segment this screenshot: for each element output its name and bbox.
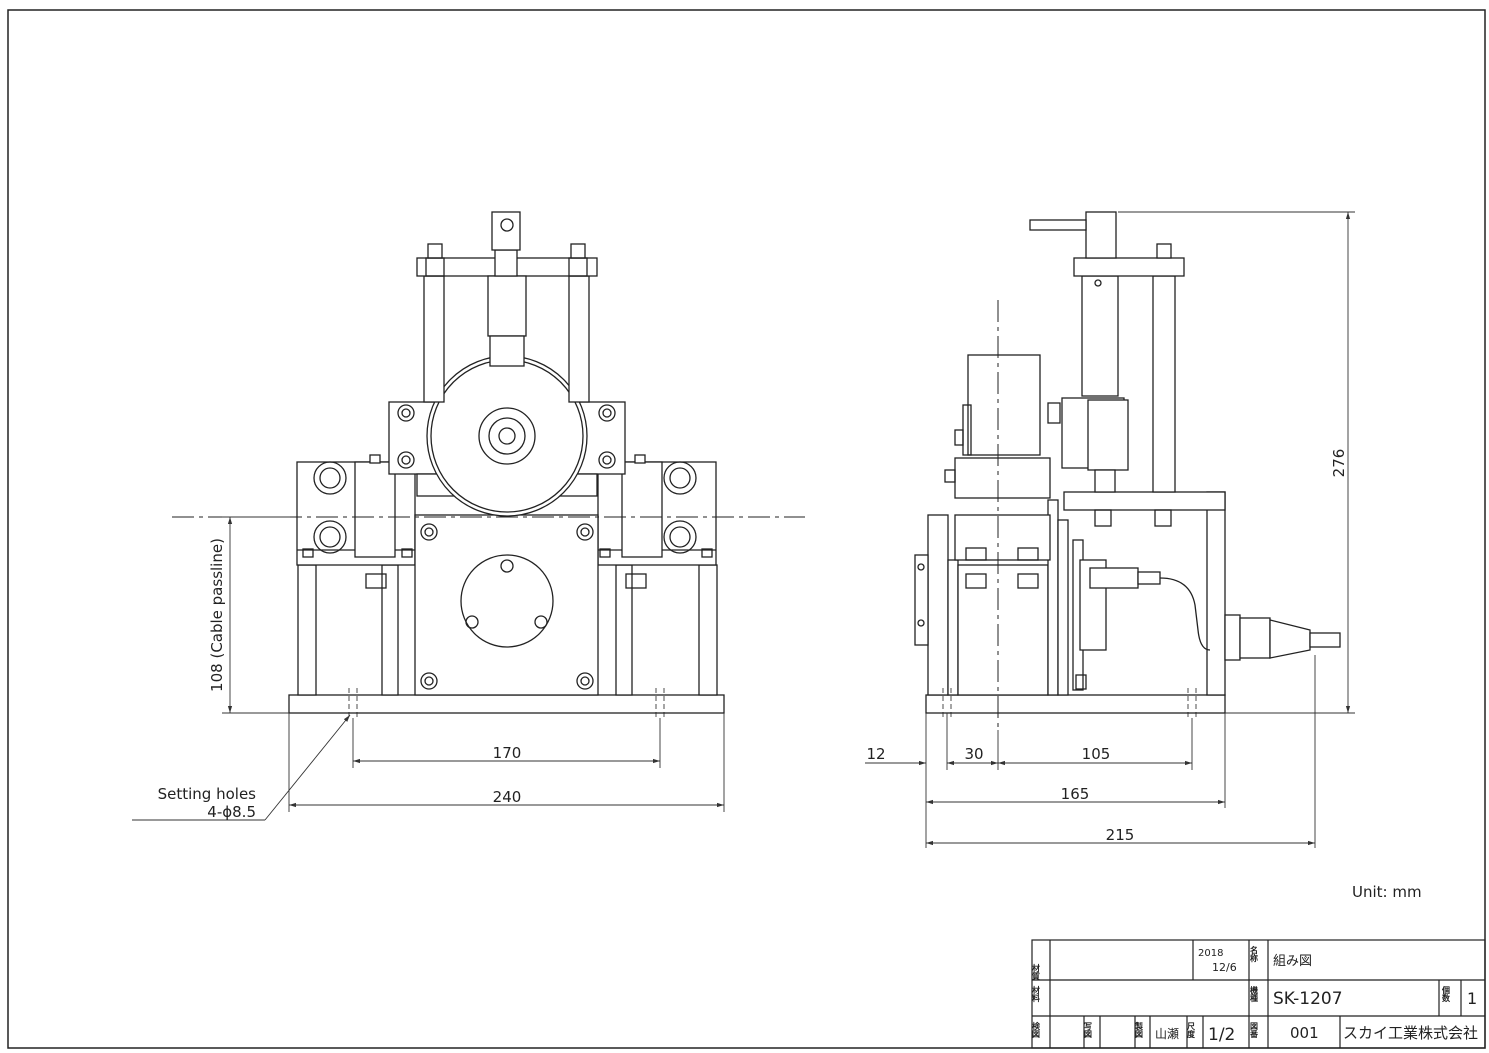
front-motor-housing [414, 514, 599, 696]
sheet-border [7, 9, 1486, 1049]
tb-drawn-value: 山瀬 [1155, 1027, 1179, 1041]
setting-holes-spec: 4-ϕ8.5 [207, 803, 256, 821]
tb-material-label: 材質 [1032, 963, 1041, 981]
side-motor [967, 354, 1041, 456]
tb-count-value: 1 [1467, 989, 1477, 1008]
dim-30-label: 30 [964, 745, 983, 763]
tb-date-day: 12/6 [1212, 961, 1237, 974]
dim-170-label: 170 [493, 744, 522, 762]
tb-drawing-no-label: 図番 [1249, 1022, 1259, 1039]
dim-276-label: 276 [1330, 449, 1348, 478]
tb-drawn-label: 製図 [1135, 1021, 1144, 1039]
dim-105-label: 105 [1082, 745, 1111, 763]
dim-215-label: 215 [1106, 826, 1135, 844]
tb-company: スカイ工業株式会社 [1343, 1024, 1478, 1042]
tb-scale-label: 尺度 [1186, 1022, 1196, 1039]
setting-holes-label: Setting holes [158, 785, 257, 803]
tb-name-value: 組み図 [1273, 954, 1312, 969]
dim-165-label: 165 [1061, 785, 1090, 803]
tb-count-label: 個数 [1441, 985, 1451, 1003]
tb-type-value: SK-1207 [1273, 989, 1343, 1009]
front-dimensions [132, 516, 725, 821]
drive-wheel [426, 355, 588, 517]
dim-108-label: 108 (Cable passline) [208, 538, 226, 692]
dim-12-label: 12 [866, 745, 885, 763]
tb-type-label: 機種 [1250, 985, 1259, 1003]
tb-name-label: 名称 [1250, 945, 1259, 963]
title-block [1031, 939, 1486, 1049]
unit-note: Unit: mm [1352, 883, 1422, 901]
tb-date-year: 2018 [1198, 948, 1223, 959]
side-view [914, 211, 1341, 730]
dim-240-label: 240 [493, 788, 522, 806]
front-view [172, 211, 805, 718]
tb-scale-value: 1/2 [1208, 1025, 1235, 1045]
title-block-text: 材質 2018 12/6 名称 組み図 材料 機種 SK-1207 個数 1 検… [1031, 945, 1479, 1045]
side-dimensions [865, 211, 1355, 848]
front-base-plate [288, 694, 725, 714]
tb-material2-label: 材料 [1032, 985, 1041, 1003]
side-base-plate [925, 694, 1226, 714]
motor-flange [460, 554, 554, 648]
tb-check-label: 検図 [1031, 1021, 1041, 1039]
tb-trace-label: 写図 [1084, 1022, 1093, 1039]
tb-drawing-no-value: 001 [1290, 1024, 1319, 1042]
